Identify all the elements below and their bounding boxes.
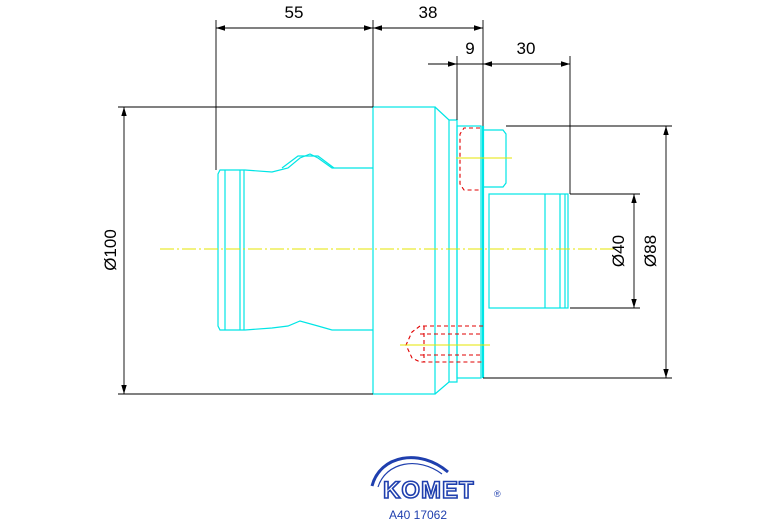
spigot [488, 193, 569, 309]
dim-label-dia88: Ø88 [641, 235, 660, 267]
dim-label-38: 38 [419, 3, 438, 22]
flange-body [372, 106, 436, 395]
dim-label-9: 9 [465, 39, 474, 58]
dim-label-55: 55 [285, 3, 304, 22]
hidden-bolt [405, 325, 483, 363]
part-outline [217, 106, 569, 395]
mount-plate [456, 125, 482, 379]
shank-notch [281, 155, 335, 169]
hidden-key-pocket [459, 127, 480, 191]
flange-taper [434, 106, 458, 395]
logo-wordmark: KOMET [383, 477, 475, 504]
komet-logo: KOMET ® [370, 456, 501, 505]
center-lines [160, 157, 615, 346]
dim-label-dia40: Ø40 [609, 235, 628, 267]
logo-arc [370, 456, 449, 487]
dim-label-dia100: Ø100 [101, 229, 120, 271]
logo-registered-mark: ® [494, 489, 501, 499]
part-number: A40 17062 [389, 508, 447, 522]
dim-label-30: 30 [517, 39, 536, 58]
shank-outline [217, 153, 373, 331]
logo-arc-inner [377, 463, 443, 488]
dimension-lines [118, 20, 672, 395]
hidden-lines [405, 127, 483, 363]
